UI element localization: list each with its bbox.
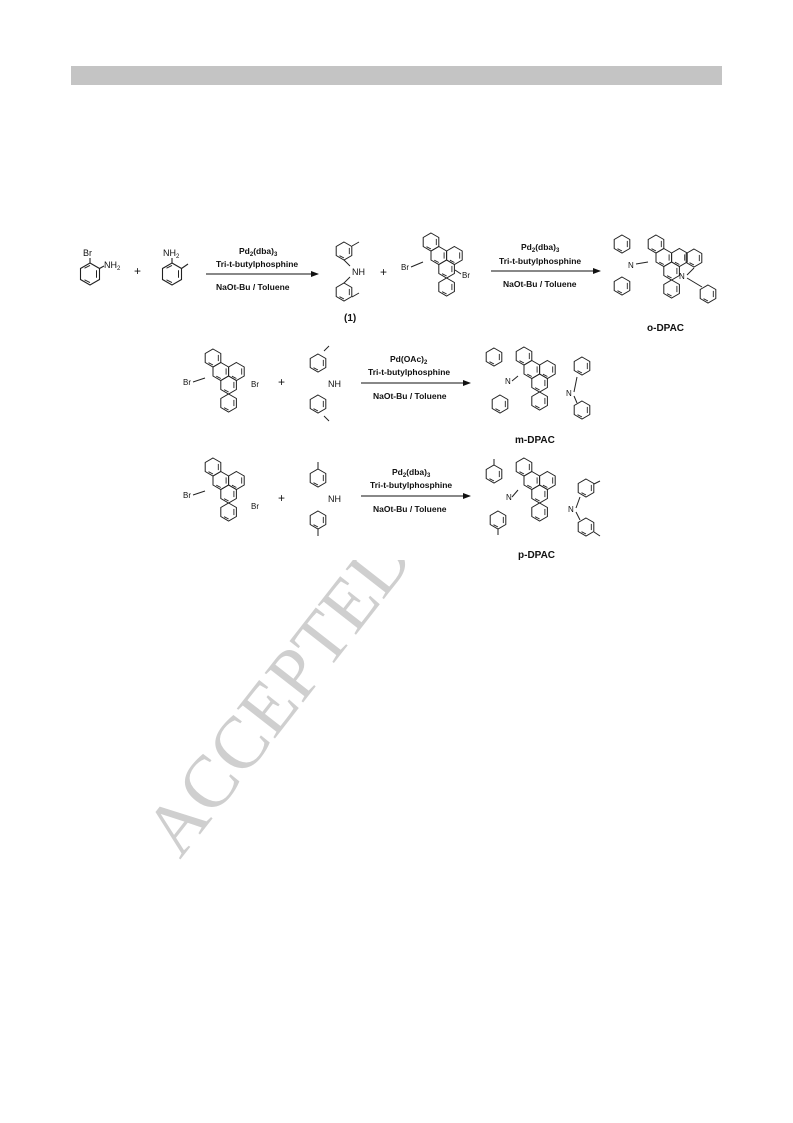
nh-label: NH <box>328 494 341 504</box>
reaction-arrow-1: Pd2(dba)3 Tri-t-butylphosphine NaOt-Bu /… <box>206 246 319 292</box>
reactant-o-toluidine: NH2 <box>161 248 189 286</box>
svg-text:NaOt-Bu / Toluene: NaOt-Bu / Toluene <box>373 504 447 514</box>
amine-label: NH <box>104 260 117 270</box>
amine-row2: NH <box>309 345 341 422</box>
nitrogen-label: N <box>628 261 634 270</box>
nitrogen-label: N <box>568 505 574 514</box>
nh-label: NH <box>352 267 365 277</box>
header-bar <box>71 66 722 85</box>
product-label: p-DPAC <box>518 550 555 561</box>
svg-text:Tri-t-butylphosphine: Tri-t-butylphosphine <box>368 367 450 377</box>
catalyst-label: Pd2(dba)3 <box>239 246 278 258</box>
bromo-label: Br <box>462 271 470 280</box>
product-p-dpac: N N p-DPAC <box>485 458 601 561</box>
nh-label: NH <box>328 379 341 389</box>
svg-text:Pd(OAc)2: Pd(OAc)2 <box>390 354 428 366</box>
amine-label: NH <box>163 248 176 258</box>
svg-text:NaOt-Bu / Toluene: NaOt-Bu / Toluene <box>503 279 577 289</box>
product-label: o-DPAC <box>647 323 684 334</box>
product-m-dpac: N N m-DPAC <box>485 347 591 446</box>
svg-text:Pd2(dba)3: Pd2(dba)3 <box>521 242 560 254</box>
reaction-arrow-3: Pd(OAc)2 Tri-t-butylphosphine NaOt-Bu / … <box>361 354 471 401</box>
product-label: m-DPAC <box>515 435 555 446</box>
plus-sign: + <box>278 375 285 389</box>
svg-text:Pd2(dba)3: Pd2(dba)3 <box>392 467 431 479</box>
accepted-manuscript-watermark: ACCEPTED MANUSCRIPT <box>150 560 710 870</box>
svg-text:NH2: NH2 <box>163 248 180 260</box>
reactant-2-bromoaniline: Br NH2 <box>79 248 121 286</box>
svg-text:NH2: NH2 <box>104 260 121 272</box>
nitrogen-label: N <box>679 272 685 281</box>
bromo-label: Br <box>183 491 191 500</box>
row1: Br NH2 + NH2 Pd2(dba)3 Tri-t-butylphosph… <box>79 233 717 334</box>
product-o-dpac: N N o-DPAC <box>613 234 717 334</box>
dibromo-core-row2: Br Br <box>183 349 259 412</box>
row2: Br Br + NH Pd(OAc)2 Tri-t-butylphosphine… <box>183 345 591 446</box>
conditions-label: NaOt-Bu / Toluene <box>216 282 290 292</box>
plus-sign: + <box>134 264 141 278</box>
reaction-arrow-2: Pd2(dba)3 Tri-t-butylphosphine NaOt-Bu /… <box>491 242 601 289</box>
bromo-label: Br <box>83 248 92 258</box>
compound-1-label: (1) <box>344 313 356 324</box>
svg-text:NaOt-Bu / Toluene: NaOt-Bu / Toluene <box>373 391 447 401</box>
dibromo-core-row1: Br Br <box>401 233 470 296</box>
dibromo-core-row3: Br Br <box>183 458 259 521</box>
reaction-arrow-4: Pd2(dba)3 Tri-t-butylphosphine NaOt-Bu /… <box>361 467 471 514</box>
bromo-label: Br <box>183 378 191 387</box>
bromo-label: Br <box>401 263 409 272</box>
row3: Br Br + NH Pd2(dba)3 Tri-t-butylphosphin… <box>183 458 601 561</box>
intermediate-1: NH (1) <box>335 241 365 324</box>
plus-sign: + <box>380 265 387 279</box>
bromo-label: Br <box>251 502 259 511</box>
svg-text:Tri-t-butylphosphine: Tri-t-butylphosphine <box>370 480 452 490</box>
bromo-label: Br <box>251 380 259 389</box>
nitrogen-label: N <box>566 389 572 398</box>
amine-row3: NH <box>309 462 341 536</box>
nitrogen-label: N <box>505 377 511 386</box>
svg-text:Tri-t-butylphosphine: Tri-t-butylphosphine <box>499 256 581 266</box>
plus-sign: + <box>278 491 285 505</box>
nitrogen-label: N <box>506 493 512 502</box>
ligand-label: Tri-t-butylphosphine <box>216 259 298 269</box>
